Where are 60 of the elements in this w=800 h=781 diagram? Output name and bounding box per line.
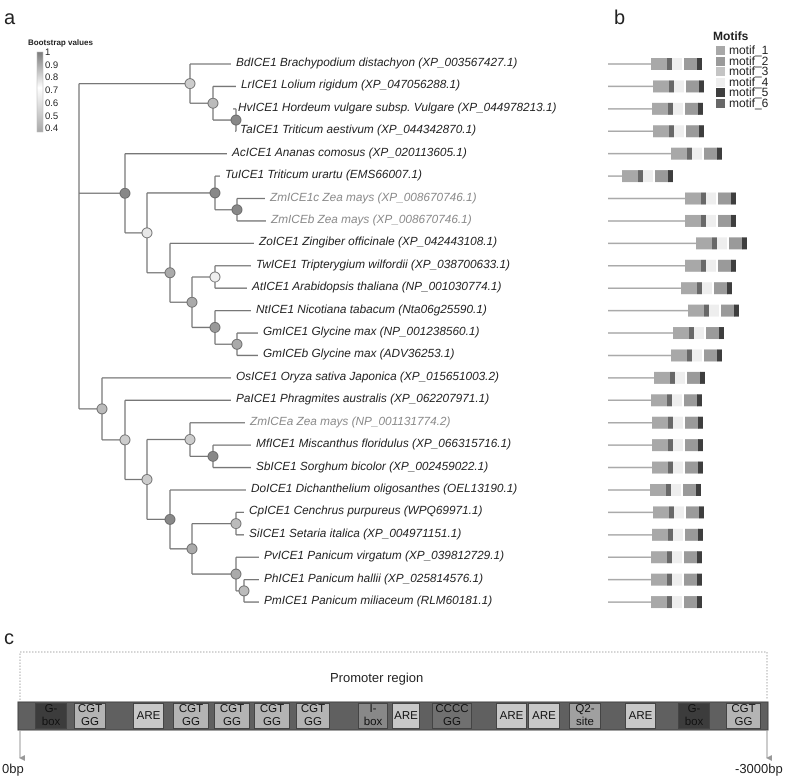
scale-tick-label: 0.4 <box>45 124 58 134</box>
species-label: PvICE1 Panicum virgatum (XP_039812729.1) <box>264 550 504 562</box>
panel-label: a <box>4 8 16 28</box>
species-label: ZmICEb Zea mays (XP_008670746.1) <box>271 214 472 226</box>
scale-tick-label: 0.9 <box>45 60 58 70</box>
species-label: GmICE1 Glycine max (NP_001238560.1) <box>263 326 480 338</box>
cis-element-box: ARE <box>496 703 527 729</box>
legend-label: motif_5 <box>729 86 768 98</box>
scale-tick-label: 0.5 <box>45 112 58 121</box>
legend-label: motif_4 <box>729 76 768 88</box>
species-label: DoICE1 Dichanthelium oligosanthes (OEL13190.1) <box>251 482 518 495</box>
panel-label: b <box>614 8 626 28</box>
species-label: ZoICE1 Zingiber officinale (XP_042443108.1) <box>259 236 498 248</box>
species-label: HvICE1 Hordeum vulgare subsp. Vulgare (XP_044978213.1) <box>238 102 556 114</box>
cis-element-box: CCCC GG <box>432 703 472 729</box>
species-label: SbICE1 Sorghum bicolor (XP_002459022.1) <box>256 460 488 472</box>
species-label: MfICE1 Miscanthus floridulus (XP_066315716.1) <box>256 438 512 450</box>
species-label: CpICE1 Cenchrus purpureus (WPQ69971.1) <box>249 505 482 518</box>
cis-element-box: ARE <box>392 703 420 729</box>
scale-tick-label: 1 <box>45 48 50 58</box>
species-label: GmICEb Glycine max (ADV36253.1) <box>263 348 454 360</box>
species-label: PaICE1 Phragmites australis (XP_062207971.1) <box>236 393 490 406</box>
region-label: Promoter region <box>330 671 424 684</box>
legend-label: motif_3 <box>729 65 768 77</box>
cis-element-box: I- box <box>358 703 388 729</box>
species-label: NtICE1 Nicotiana tabacum (Nta06g25590.1) <box>256 304 487 316</box>
species-label: AtICE1 Arabidopsis thaliana (NP_001030774.1) <box>252 281 502 293</box>
scale-tick-label: 0.6 <box>45 98 58 108</box>
legend-title: Bootstrap values <box>28 39 93 47</box>
species-label: PmICE1 Panicum miliaceum (RLM60181.1) <box>264 595 492 607</box>
cis-element-box: ARE <box>528 703 560 729</box>
species-label: TaICE1 Triticum aestivum (XP_044342870.1) <box>240 124 476 136</box>
legend-label: motif_1 <box>729 44 768 56</box>
cis-element-box: CGT GG <box>254 703 290 729</box>
cis-element-box: CGT GG <box>296 703 330 729</box>
legend-label: motif_2 <box>729 54 768 66</box>
panel-label: c <box>4 628 14 648</box>
scale-tick-label: 0.7 <box>45 86 58 96</box>
cis-element-box: ARE <box>625 703 656 729</box>
cis-element-box: CGT GG <box>726 703 761 729</box>
position-label: 0bp <box>2 762 24 775</box>
cis-element-box: Q2- site <box>569 703 601 729</box>
cis-element-box: CGT GG <box>214 703 250 729</box>
scale-tick-label: 0.8 <box>45 73 58 83</box>
species-label: SiICE1 Setaria italica (XP_004971151.1) <box>249 528 462 540</box>
species-label: AcICE1 Ananas comosus (XP_020113605.1) <box>232 146 467 158</box>
legend-label: motif_6 <box>729 96 768 108</box>
species-label: ZmICE1c Zea mays (XP_008670746.1) <box>270 192 477 204</box>
species-label: PhICE1 Panicum hallii (XP_025814576.1) <box>264 572 484 584</box>
species-label: BdICE1 Brachypodium distachyon (XP_003567427.1) <box>236 57 518 69</box>
cis-element-box: CGT GG <box>74 703 106 729</box>
species-label: LrICE1 Lolium rigidum (XP_047056288.1) <box>241 79 460 92</box>
species-label: TwICE1 Tripterygium wilfordii (XP_038700633.1) <box>256 258 510 271</box>
species-label: ZmICEa Zea mays (NP_001131774.2) <box>250 416 450 428</box>
legend-title: Motifs <box>713 30 748 42</box>
cis-element-box: ARE <box>133 703 164 729</box>
species-label: TuICE1 Triticum urartu (EMS66007.1) <box>225 169 422 181</box>
species-label: OsICE1 Oryza sativa Japonica (XP_015651003.2) <box>236 370 499 383</box>
position-label: -3000bp <box>735 762 783 775</box>
cis-element-box: CGT GG <box>173 703 209 729</box>
